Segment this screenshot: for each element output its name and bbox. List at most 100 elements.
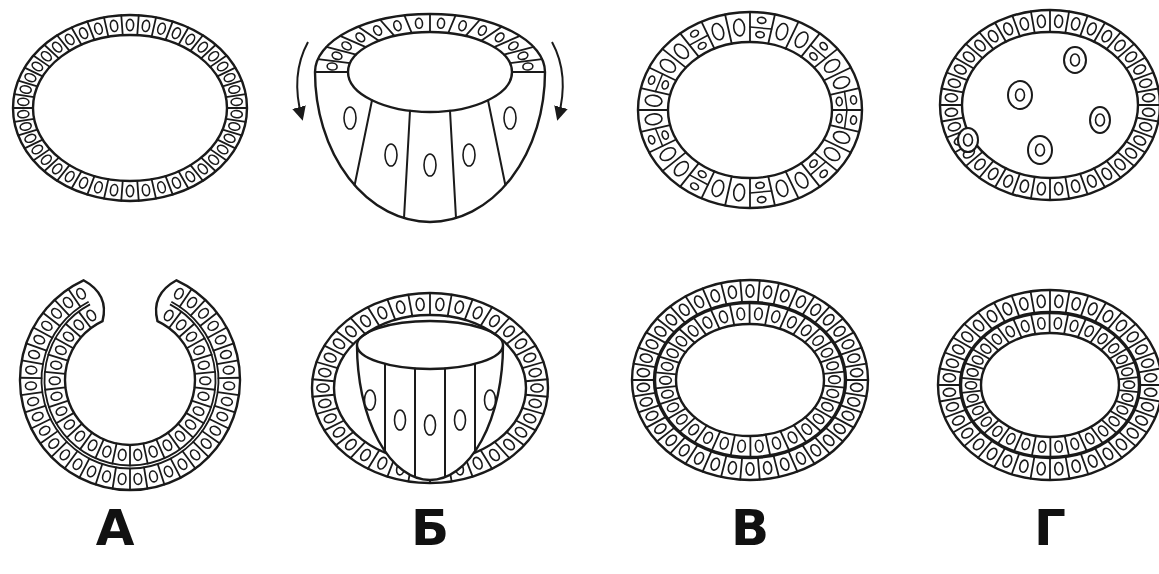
cell-wall — [750, 27, 772, 29]
cell-nucleus — [174, 430, 187, 443]
cell-nucleus — [504, 107, 516, 129]
invagination-figure — [13, 15, 247, 490]
layer-outer-edge — [638, 12, 862, 208]
cell-nucleus — [385, 144, 397, 166]
cell-wall — [824, 386, 845, 388]
cell-nucleus — [664, 433, 678, 447]
cell-nucleus — [1020, 320, 1030, 333]
cell-wall — [1049, 313, 1051, 333]
cell-nucleus — [693, 451, 706, 466]
cell-wall — [730, 305, 734, 326]
cell-nucleus — [323, 412, 337, 424]
cell-nucleus — [727, 285, 737, 298]
cell-nucleus — [637, 368, 650, 377]
cell-nucleus — [637, 383, 650, 392]
cell-nucleus — [63, 418, 76, 431]
cell-nucleus — [221, 397, 233, 407]
cell-nucleus — [836, 97, 843, 106]
cell-wall — [1031, 457, 1035, 479]
cell-wall — [195, 387, 215, 389]
cell-nucleus — [832, 422, 847, 435]
cell-wall — [1065, 436, 1069, 456]
cell-wall — [429, 293, 431, 315]
cell-nucleus — [331, 51, 343, 61]
cell-wall — [721, 283, 726, 304]
cell-nucleus — [1142, 108, 1155, 117]
cell-nucleus — [514, 426, 529, 439]
cell-nucleus — [344, 438, 358, 452]
cell-nucleus — [701, 316, 713, 330]
cell-nucleus — [1070, 17, 1081, 31]
cell-wall — [20, 377, 41, 379]
cell-nucleus — [639, 396, 653, 407]
cell-wall — [1080, 174, 1088, 195]
cell-nucleus — [786, 315, 798, 329]
macromere-outline — [315, 72, 545, 222]
cell-wall — [655, 74, 662, 92]
cell-nucleus — [40, 320, 53, 332]
macromere-outline — [357, 345, 503, 480]
layer-outer-edge — [632, 280, 868, 480]
cell-nucleus — [502, 324, 516, 338]
cell-wall — [104, 179, 108, 198]
cell-wall — [1049, 178, 1051, 200]
cell-nucleus — [134, 473, 142, 485]
cell-nucleus — [779, 289, 790, 303]
cell-nucleus — [200, 437, 213, 450]
cell-wall — [660, 398, 680, 405]
cell-nucleus — [126, 185, 133, 196]
cell-wall — [315, 71, 348, 73]
cell-wall — [846, 379, 868, 381]
cell-wall — [448, 15, 455, 33]
cell-wall — [96, 464, 103, 484]
cell-nucleus — [757, 17, 766, 24]
cell-wall — [355, 100, 372, 185]
cell-nucleus — [1113, 157, 1127, 171]
cell-wall — [1032, 436, 1036, 456]
cell-nucleus — [1071, 54, 1080, 66]
cell-nucleus — [110, 20, 119, 32]
cell-nucleus — [951, 343, 966, 355]
cell-nucleus — [819, 41, 829, 51]
cell-nucleus — [687, 423, 700, 437]
cell-nucleus — [645, 94, 663, 107]
cell-wall — [1139, 398, 1159, 402]
cell-nucleus — [967, 393, 979, 402]
cell-wall — [641, 125, 670, 132]
cell-nucleus — [197, 307, 210, 320]
cell-nucleus — [1121, 367, 1133, 376]
cell-nucleus — [689, 182, 699, 192]
cell-nucleus — [733, 19, 746, 37]
micromere-cap-outline — [315, 14, 545, 72]
cell-wall — [780, 431, 789, 450]
cell-nucleus — [49, 377, 60, 385]
cell-nucleus — [376, 456, 389, 471]
cell-nucleus — [25, 382, 36, 390]
cell-nucleus — [502, 438, 516, 452]
cell-nucleus — [93, 22, 103, 35]
cell-nucleus — [756, 182, 765, 189]
cell-nucleus — [156, 22, 166, 35]
cell-wall — [158, 464, 165, 484]
cell-nucleus — [986, 29, 1000, 44]
cell-wall — [1135, 353, 1156, 361]
cell-nucleus — [223, 72, 236, 83]
cell-wall — [634, 393, 656, 397]
cell-nucleus — [507, 40, 519, 51]
cell-nucleus — [62, 296, 75, 309]
cell-nucleus — [148, 470, 158, 482]
cell-nucleus — [110, 184, 119, 196]
cell-wall — [215, 406, 236, 412]
cell-nucleus — [1005, 432, 1017, 445]
cell-nucleus — [454, 300, 465, 314]
cell-nucleus — [1132, 134, 1147, 146]
cell-nucleus — [1134, 414, 1149, 426]
cell-wall — [1066, 291, 1070, 313]
cell-wall — [940, 104, 962, 106]
cell-nucleus — [771, 436, 782, 450]
cell-nucleus — [826, 361, 839, 371]
cell-nucleus — [1054, 441, 1062, 453]
cell-nucleus — [710, 457, 721, 471]
cell-nucleus — [1037, 317, 1045, 329]
cell-nucleus — [1116, 404, 1129, 415]
